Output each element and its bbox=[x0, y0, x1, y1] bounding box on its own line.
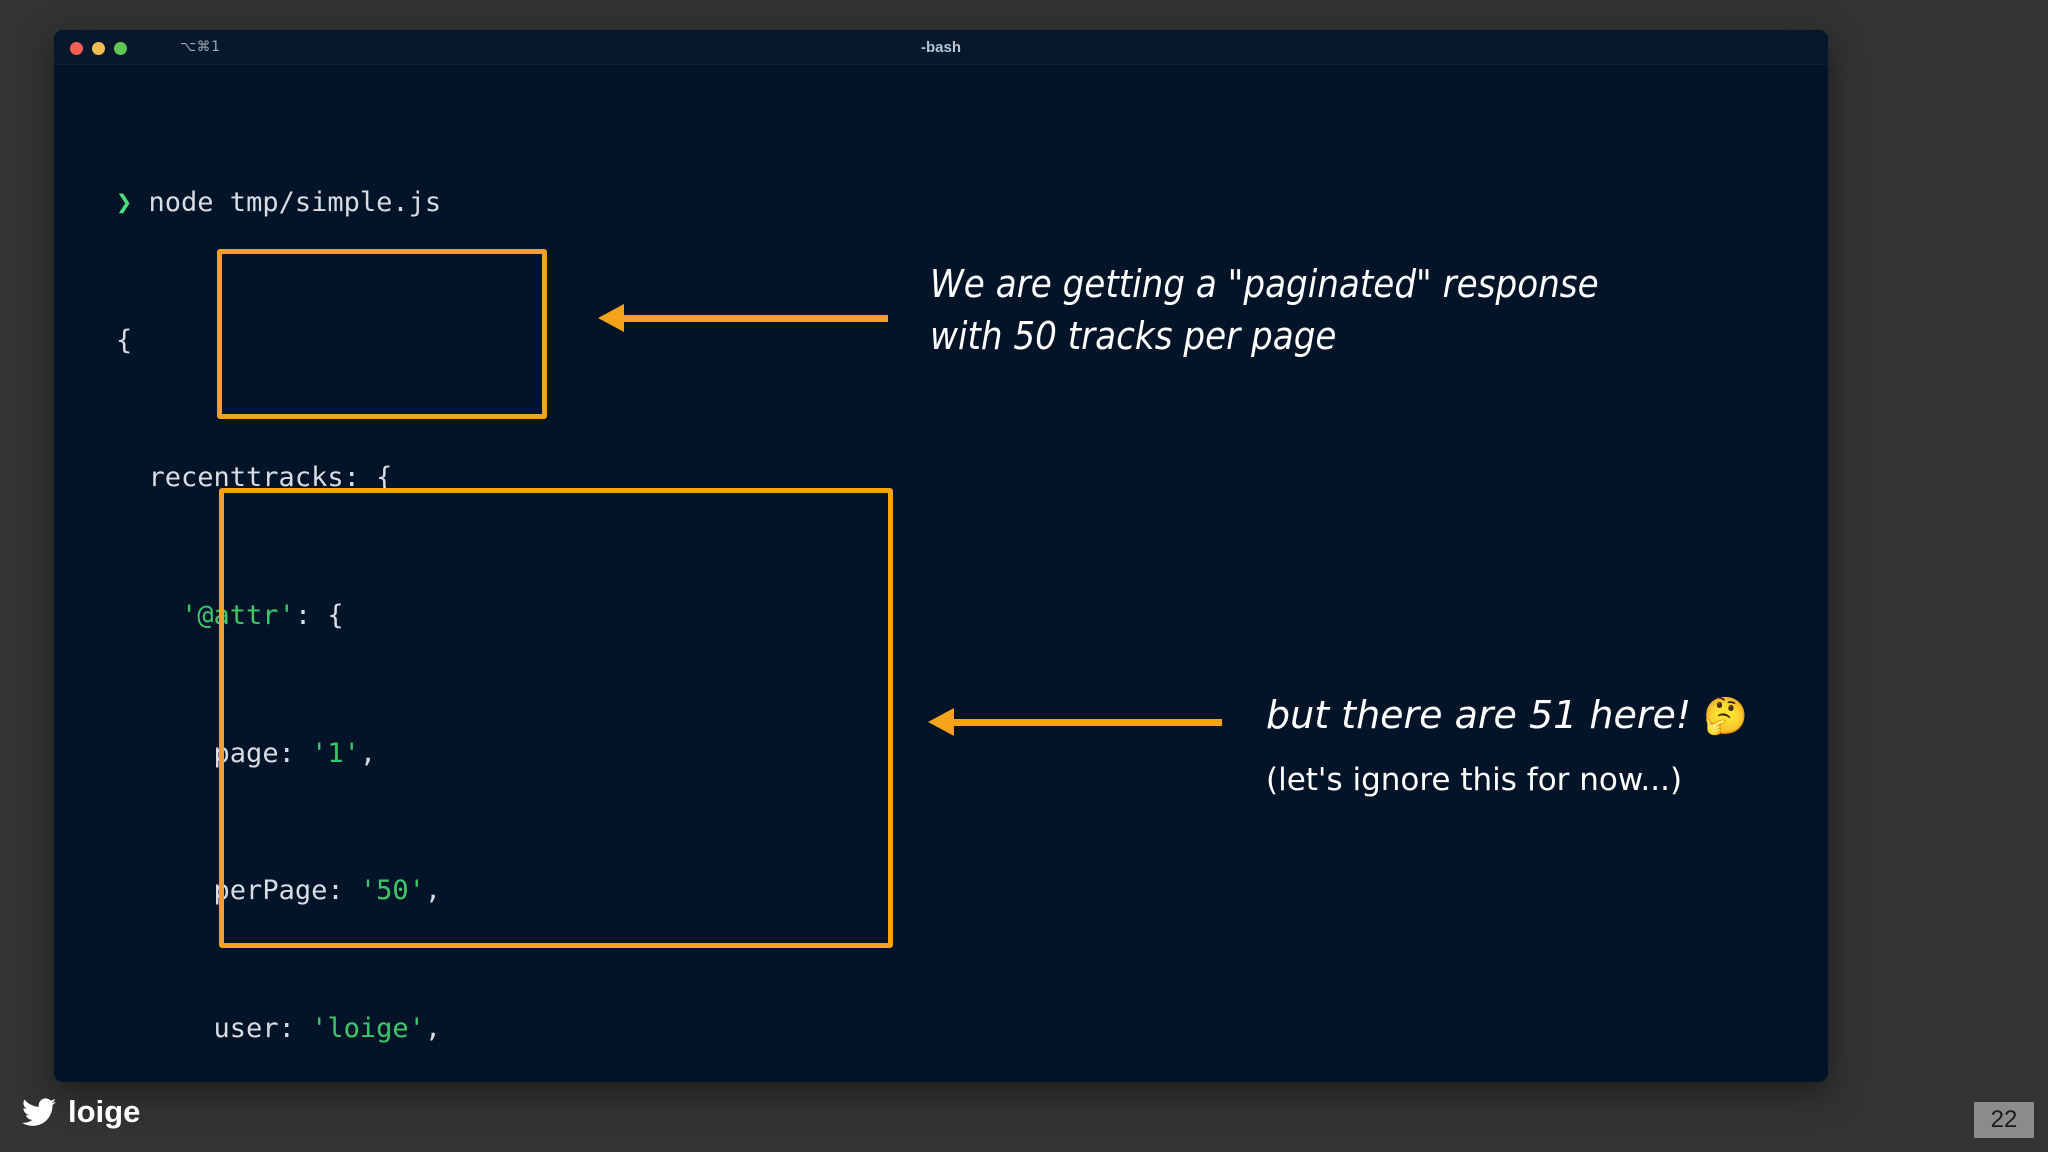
arrow-shaft bbox=[624, 315, 888, 322]
footer-handle-label: loige bbox=[68, 1094, 141, 1129]
arrow-head-icon bbox=[928, 708, 954, 736]
page-number-badge: 22 bbox=[1974, 1102, 2034, 1138]
terminal-titlebar[interactable]: ⌥⌘1 -bash bbox=[54, 30, 1828, 65]
annotation-arrow-count bbox=[928, 708, 1222, 736]
arrow-shaft bbox=[954, 719, 1222, 726]
twitter-bird-icon bbox=[22, 1097, 56, 1127]
terminal-output[interactable]: ❯ node tmp/simple.js { recenttracks: { '… bbox=[54, 65, 1828, 1082]
annotation-paginated-line1: We are getting a "paginated" response bbox=[930, 262, 1599, 306]
footer-handle: loige bbox=[22, 1094, 140, 1130]
prompt-arrow-icon: ❯ bbox=[116, 187, 133, 219]
annotation-count: but there are 51 here! 🤔 (let's ignore t… bbox=[1266, 690, 1828, 800]
command-text: node tmp/simple.js bbox=[148, 187, 442, 219]
terminal-line-user: user: 'loige', bbox=[213, 1012, 442, 1044]
annotation-paginated-line2: with 50 tracks per page bbox=[930, 314, 1337, 358]
terminal-line-perpage: perPage: '50', bbox=[213, 875, 442, 907]
annotation-paginated: We are getting a "paginated" response wi… bbox=[930, 258, 1730, 362]
terminal-line-open-brace: { bbox=[116, 324, 133, 356]
window-minimize-button[interactable] bbox=[92, 42, 105, 55]
annotation-count-line2: (let's ignore this for now...) bbox=[1266, 762, 1683, 798]
terminal-line-page: page: '1', bbox=[213, 737, 377, 769]
terminal-line-command: ❯ node tmp/simple.js bbox=[54, 186, 1828, 220]
window-maximize-button[interactable] bbox=[114, 42, 127, 55]
terminal-line-recenttracks: recenttracks: { bbox=[148, 462, 393, 494]
annotation-count-line1: but there are 51 here! 🤔 bbox=[1266, 690, 1828, 742]
arrow-head-icon bbox=[598, 304, 624, 332]
annotation-count-text: but there are 51 here! bbox=[1266, 693, 1692, 737]
window-close-button[interactable] bbox=[70, 42, 83, 55]
terminal-line-attr: '@attr': { bbox=[181, 600, 344, 632]
annotation-arrow-paginated bbox=[598, 304, 888, 332]
thinking-face-emoji-icon: 🤔 bbox=[1703, 696, 1749, 737]
window-shortcut-label: ⌥⌘1 bbox=[180, 39, 221, 55]
terminal-window: ⌥⌘1 -bash ❯ node tmp/simple.js { recentt… bbox=[54, 30, 1828, 1082]
window-title: -bash bbox=[920, 39, 961, 56]
